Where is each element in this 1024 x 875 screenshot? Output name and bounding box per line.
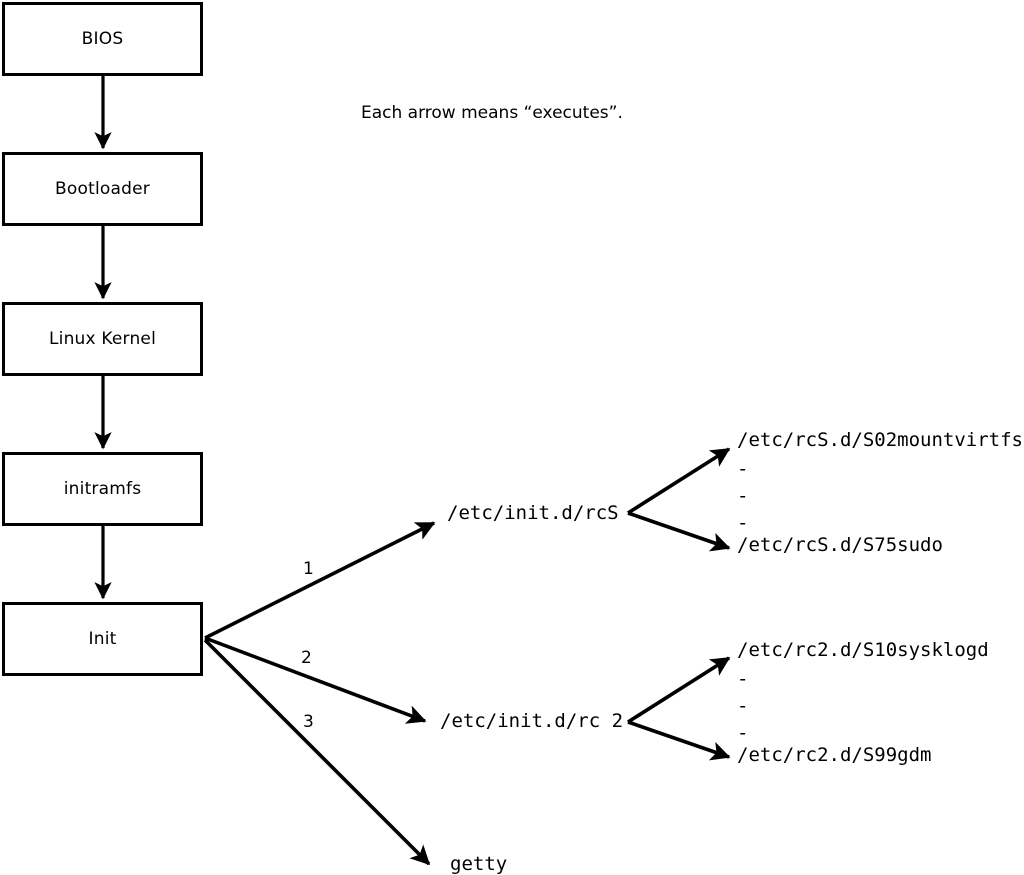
rcs-ellipsis-dot-3: -: [737, 512, 749, 534]
arrow-init-to-getty: [203, 638, 431, 866]
node-bootloader[interactable]: Bootloader: [2, 152, 203, 226]
rcs-ellipsis-dot-1: -: [737, 458, 749, 480]
arrow-init-to-rcs: [204, 521, 436, 640]
node-rcs-first-script[interactable]: /etc/rcS.d/S02mountvirtfs: [737, 429, 1023, 451]
legend-note: Each arrow means “executes”.: [361, 103, 623, 123]
arrow-rc2-to-first-script: [627, 656, 731, 724]
arrow-rc2-to-last-script: [627, 720, 731, 761]
node-rc2-first-script[interactable]: /etc/rc2.d/S10sysklogd: [737, 639, 989, 661]
edge-label-2: 2: [301, 648, 312, 668]
node-bootloader-label: Bootloader: [55, 178, 150, 199]
rc2-ellipsis-dot-1: -: [737, 668, 749, 690]
node-initramfs[interactable]: initramfs: [2, 452, 203, 526]
rc2-ellipsis-dot-2: -: [737, 695, 749, 717]
edge-label-1: 1: [303, 559, 314, 579]
arrow-rcs-to-last-script: [627, 511, 731, 552]
node-bios-label: BIOS: [81, 28, 124, 49]
node-linux-kernel-label: Linux Kernel: [48, 328, 156, 349]
node-etc-init-d-rc-2[interactable]: /etc/init.d/rc 2: [440, 710, 624, 732]
node-initramfs-label: initramfs: [63, 478, 142, 499]
node-rcs-last-script[interactable]: /etc/rcS.d/S75sudo: [737, 534, 943, 556]
arrow-init-to-rc2: [204, 636, 427, 724]
node-rc2-last-script[interactable]: /etc/rc2.d/S99gdm: [737, 744, 932, 766]
node-init[interactable]: Init: [2, 602, 203, 676]
arrow-rcs-to-first-script: [627, 447, 731, 515]
edge-label-3: 3: [303, 712, 314, 732]
node-bios[interactable]: BIOS: [2, 2, 203, 76]
rc2-ellipsis-dot-3: -: [737, 722, 749, 744]
node-getty[interactable]: getty: [450, 853, 508, 875]
node-init-label: Init: [88, 628, 117, 649]
rcs-ellipsis-dot-2: -: [737, 485, 749, 507]
node-linux-kernel[interactable]: Linux Kernel: [2, 302, 203, 376]
node-etc-init-d-rcs[interactable]: /etc/init.d/rcS: [447, 502, 619, 524]
